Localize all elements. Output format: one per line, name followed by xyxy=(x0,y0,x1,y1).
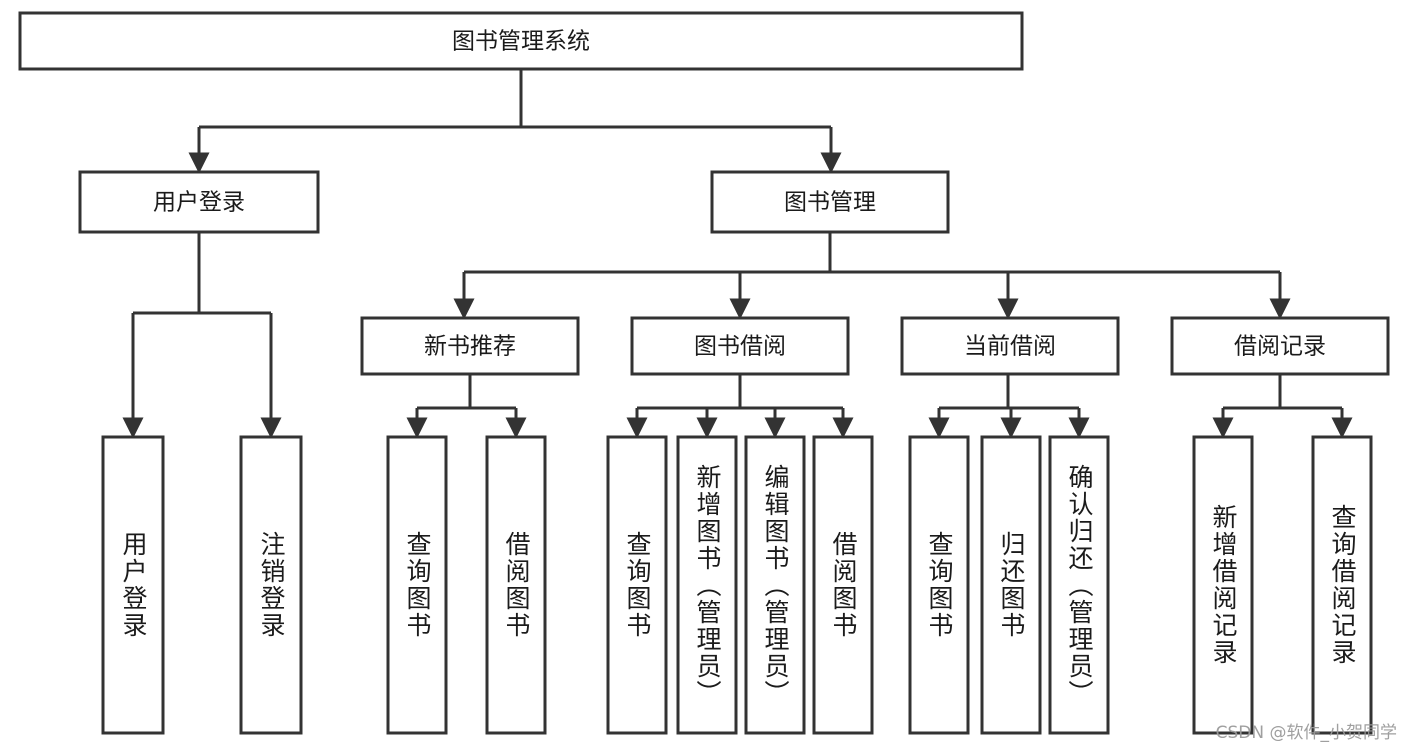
node-book-borrow[interactable]: 图书借阅 xyxy=(630,316,850,376)
watermark-text: CSDN @软件_小贺同学 xyxy=(1215,723,1397,743)
connector-group-root xyxy=(188,69,842,174)
node-new-book-rec[interactable]: 新书推荐 xyxy=(360,316,580,376)
leaf-borrow-books-rec-box[interactable] xyxy=(485,435,547,735)
connector-group-borrow-record xyxy=(1212,374,1353,439)
leaf-borrow-book-box[interactable] xyxy=(812,435,874,735)
node-user-login-box[interactable] xyxy=(78,170,320,234)
connector-group-new-book-rec xyxy=(406,374,527,439)
node-new-book-rec-label: 新书推荐 xyxy=(424,334,516,360)
node-root-box[interactable] xyxy=(18,11,1024,71)
node-book-mgmt-label: 图书管理 xyxy=(784,190,876,216)
leaf-query-books-borrow-box[interactable] xyxy=(606,435,668,735)
connector-group-current-borrow xyxy=(928,374,1090,439)
leaf-user-login-box[interactable] xyxy=(101,435,165,735)
leaf-query-borrow-record-box[interactable] xyxy=(1311,435,1373,735)
node-borrow-record-box[interactable] xyxy=(1170,316,1390,376)
node-book-borrow-label: 图书借阅 xyxy=(694,334,786,360)
node-new-book-rec-box[interactable] xyxy=(360,316,580,376)
node-borrow-record-label: 借阅记录 xyxy=(1234,334,1326,360)
connector-group-book-borrow xyxy=(626,374,854,439)
node-book-mgmt-box[interactable] xyxy=(710,170,950,234)
node-user-login[interactable]: 用户登录 xyxy=(78,170,320,234)
leaf-query-books-rec-box[interactable] xyxy=(386,435,448,735)
node-current-borrow-box[interactable] xyxy=(900,316,1120,376)
node-root-label: 图书管理系统 xyxy=(452,29,590,55)
leaf-query-books-current-box[interactable] xyxy=(908,435,970,735)
leaf-add-book-admin-box[interactable] xyxy=(676,435,738,735)
leaf-edit-book-admin-box[interactable] xyxy=(744,435,806,735)
node-book-borrow-box[interactable] xyxy=(630,316,850,376)
leaf-node-boxes xyxy=(101,435,1373,735)
connector-group-user-login xyxy=(122,232,282,439)
node-book-mgmt[interactable]: 图书管理 xyxy=(710,170,950,234)
node-user-login-label: 用户登录 xyxy=(153,190,245,216)
connector-group-book-mgmt xyxy=(453,232,1291,320)
leaf-confirm-return-box[interactable] xyxy=(1048,435,1110,735)
leaf-return-book-box[interactable] xyxy=(980,435,1042,735)
node-current-borrow-label: 当前借阅 xyxy=(964,334,1056,360)
node-borrow-record[interactable]: 借阅记录 xyxy=(1170,316,1390,376)
leaf-add-borrow-record-box[interactable] xyxy=(1192,435,1254,735)
node-current-borrow[interactable]: 当前借阅 xyxy=(900,316,1120,376)
node-root[interactable]: 图书管理系统 xyxy=(18,11,1024,71)
leaf-logout-box[interactable] xyxy=(239,435,303,735)
